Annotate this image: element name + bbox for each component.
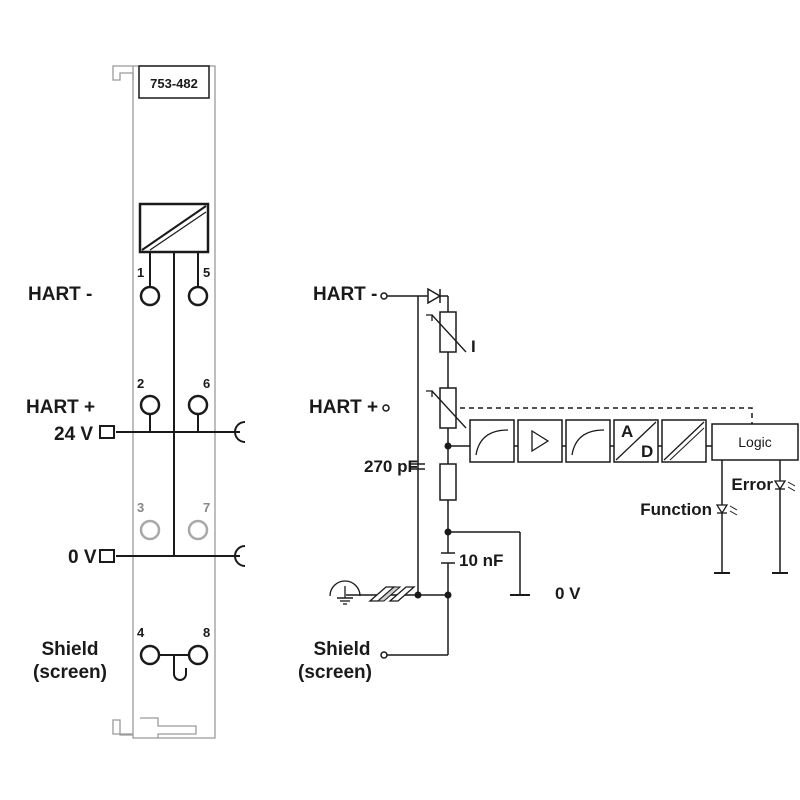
terminal-5 bbox=[187, 285, 209, 307]
left-label-24v: 24 V bbox=[54, 424, 93, 445]
terminal-number-7: 7 bbox=[203, 500, 210, 515]
module-housing bbox=[112, 65, 216, 739]
right-label-shield: Shield bbox=[313, 639, 370, 660]
module-internal-wiring bbox=[116, 252, 246, 681]
right-label-hart-plus: HART + bbox=[309, 397, 378, 418]
left-label-0v: 0 V bbox=[68, 547, 97, 568]
terminal-number-4: 4 bbox=[137, 625, 145, 640]
error-led-icon bbox=[773, 480, 796, 492]
current-limiter-resistor bbox=[426, 311, 467, 353]
right-label-screen: (screen) bbox=[298, 662, 372, 683]
left-label-hart-plus: HART + bbox=[26, 397, 95, 418]
adc-label-d: D bbox=[641, 442, 653, 461]
terminal-2 bbox=[139, 394, 161, 416]
terminal-3 bbox=[139, 519, 161, 541]
terminal-4 bbox=[139, 644, 161, 666]
terminal-number-6: 6 bbox=[203, 376, 210, 391]
adc-label-a: A bbox=[621, 422, 633, 441]
connector-0v bbox=[99, 549, 115, 563]
filter-block-1 bbox=[469, 419, 515, 463]
logic-block: Logic bbox=[711, 423, 799, 461]
svg-text:753-482: 753-482 bbox=[150, 76, 198, 91]
terminal-number-3: 3 bbox=[137, 500, 144, 515]
adc-block: A D bbox=[613, 419, 659, 463]
left-label-shield: Shield bbox=[41, 639, 98, 660]
terminal-number-1: 1 bbox=[137, 265, 144, 280]
terminal-1 bbox=[139, 285, 161, 307]
schematic-wiring bbox=[346, 292, 753, 659]
current-symbol: I bbox=[471, 337, 476, 356]
cap-10nf-label: 10 nF bbox=[459, 551, 503, 570]
logic-label: Logic bbox=[738, 434, 771, 450]
terminal-7 bbox=[187, 519, 209, 541]
shunt-resistor bbox=[439, 463, 457, 501]
variable-resistor bbox=[426, 387, 467, 429]
terminal-number-8: 8 bbox=[203, 625, 210, 640]
terminal-8 bbox=[187, 644, 209, 666]
isolation-block bbox=[661, 419, 707, 463]
right-label-hart-minus: HART - bbox=[313, 284, 377, 305]
din-rail-icon bbox=[368, 586, 416, 602]
terminal-number-5: 5 bbox=[203, 265, 210, 280]
amplifier-block bbox=[517, 419, 563, 463]
converter-symbol bbox=[138, 202, 210, 254]
terminal-number-2: 2 bbox=[137, 376, 144, 391]
function-led-label: Function bbox=[640, 500, 712, 519]
left-label-hart-minus: HART - bbox=[28, 284, 92, 305]
earth-ground-icon bbox=[329, 580, 361, 605]
part-number-label: 753-482 bbox=[138, 65, 210, 99]
input-diode bbox=[427, 287, 442, 305]
filter-block-2 bbox=[565, 419, 611, 463]
right-label-0v: 0 V bbox=[555, 584, 581, 603]
left-label-screen: (screen) bbox=[33, 662, 107, 683]
function-led-icon bbox=[715, 504, 738, 516]
led-outputs-wiring bbox=[714, 460, 788, 574]
cap-270pf-label: 270 pF bbox=[364, 457, 418, 476]
terminal-6 bbox=[187, 394, 209, 416]
error-led-label: Error bbox=[731, 475, 773, 494]
connector-24v bbox=[99, 425, 115, 439]
